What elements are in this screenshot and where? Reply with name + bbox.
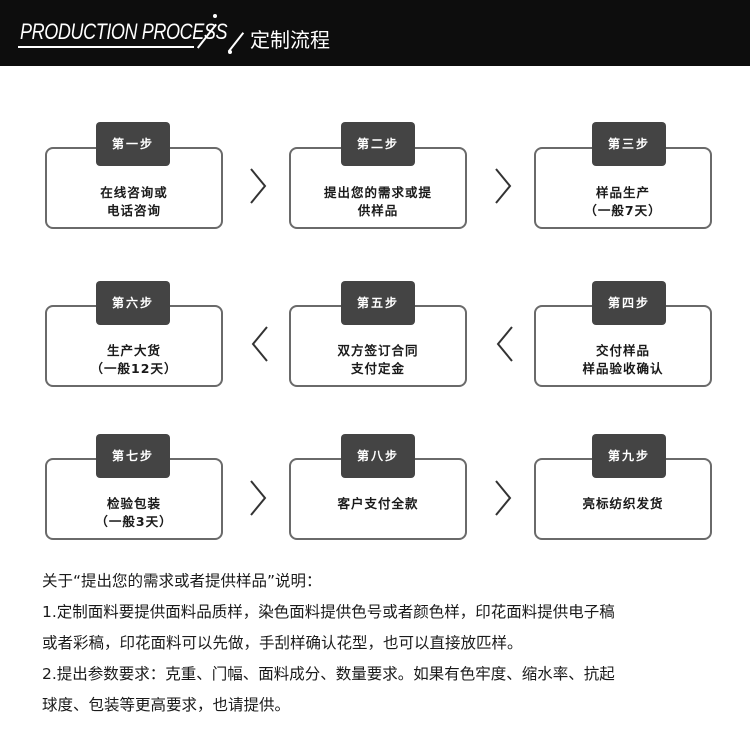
step-line: 检验包装 xyxy=(106,496,161,511)
chevron-right-icon xyxy=(495,480,512,516)
step-line: 在线咨询或 xyxy=(100,185,168,200)
chevron-left-icon xyxy=(251,326,268,362)
notes-heading: 关于“提出您的需求或者提供样品”说明： xyxy=(42,572,322,590)
notes-line: 球度、包装等更高要求，也请提供。 xyxy=(42,696,291,714)
step-description-4: 交付样品 样品验收确认 xyxy=(534,342,712,378)
step-line: 双方签订合同 xyxy=(337,343,419,358)
notes-line: 1.定制面料要提供面料品质样，染色面料提供色号或者颜色样，印花面料提供电子稿 xyxy=(42,603,615,621)
header-dot-decoration xyxy=(228,50,232,54)
step-line: 提出您的需求或提 xyxy=(323,185,432,200)
header-bar: PRODUCTION PROCESS 定制流程 xyxy=(0,0,750,66)
step-line: 支付定金 xyxy=(350,361,405,376)
notes-line: 或者彩稿，印花面料可以先做，手刮样确认花型，也可以直接放匹样。 xyxy=(42,634,523,652)
notes-line: 2.提出参数要求：克重、门幅、面料成分、数量要求。如果有色牢度、缩水率、抗起 xyxy=(42,665,615,683)
step-badge-6: 第六步 xyxy=(96,281,170,325)
step-description-1: 在线咨询或 电话咨询 xyxy=(45,184,223,220)
header-slash-decoration xyxy=(227,32,244,52)
step-badge-7: 第七步 xyxy=(96,434,170,478)
step-card-5 xyxy=(289,305,467,387)
step-badge-9: 第九步 xyxy=(592,434,666,478)
step-description-3: 样品生产 （一般7天） xyxy=(534,184,712,220)
chevron-right-icon xyxy=(250,480,267,516)
step-line: 供样品 xyxy=(357,203,399,218)
header-underline xyxy=(18,46,194,48)
step-description-8: 客户支付全款 xyxy=(289,495,467,513)
step-card-6 xyxy=(45,305,223,387)
step-line: 生产大货 xyxy=(106,343,161,358)
title-chinese: 定制流程 xyxy=(250,28,330,52)
step-line: 客户支付全款 xyxy=(337,496,419,511)
step-line: 样品生产 xyxy=(595,185,650,200)
step-line: 样品验收确认 xyxy=(582,361,664,376)
step-description-7: 检验包装 （一般3天） xyxy=(45,495,223,531)
step-badge-5: 第五步 xyxy=(341,281,415,325)
step-line: 亮标纺织发货 xyxy=(582,496,664,511)
chevron-left-icon xyxy=(496,326,513,362)
step-description-2: 提出您的需求或提 供样品 xyxy=(289,184,467,220)
step-badge-8: 第八步 xyxy=(341,434,415,478)
notes-section: 关于“提出您的需求或者提供样品”说明： 1.定制面料要提供面料品质样，染色面料提… xyxy=(42,566,732,721)
step-line: （一般3天） xyxy=(95,514,173,529)
chevron-right-icon xyxy=(250,168,267,204)
step-description-9: 亮标纺织发货 xyxy=(534,495,712,513)
header-dot-decoration xyxy=(213,14,217,18)
step-badge-4: 第四步 xyxy=(592,281,666,325)
title-english: PRODUCTION PROCESS xyxy=(20,19,228,44)
step-line: 交付样品 xyxy=(595,343,650,358)
step-badge-1: 第一步 xyxy=(96,122,170,166)
step-badge-3: 第三步 xyxy=(592,122,666,166)
step-line: （一般7天） xyxy=(584,203,662,218)
step-description-5: 双方签订合同 支付定金 xyxy=(289,342,467,378)
step-line: （一般12天） xyxy=(90,361,178,376)
step-line: 电话咨询 xyxy=(106,203,161,218)
step-badge-2: 第二步 xyxy=(341,122,415,166)
chevron-right-icon xyxy=(495,168,512,204)
step-description-6: 生产大货 （一般12天） xyxy=(45,342,223,378)
